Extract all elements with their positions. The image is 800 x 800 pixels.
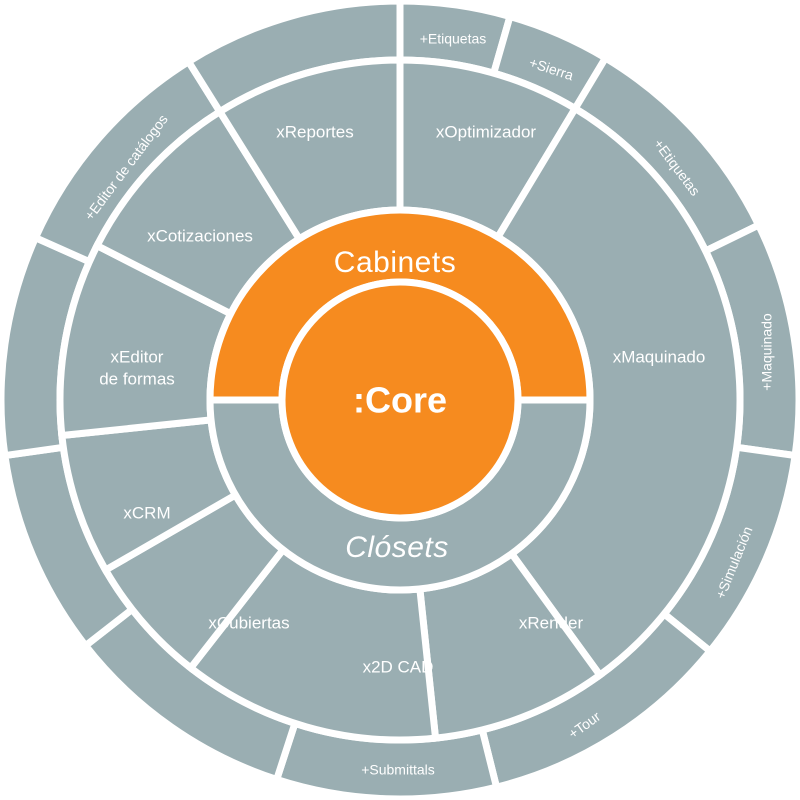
ring-label-closets: Clósets: [345, 531, 449, 564]
module-label-reportes: xReportes: [276, 122, 353, 141]
addon-label-etiquetas-top: +Etiquetas: [420, 31, 487, 47]
addon-label-maquinado: +Maquinado: [759, 313, 775, 391]
ring-label-cabinets: Cabinets: [334, 246, 456, 279]
module-label-editor-formas-line1: xEditor: [111, 347, 164, 366]
module-label-cubiertas: xCubiertas: [208, 613, 289, 632]
module-label-render: xRender: [519, 613, 584, 632]
core-circle[interactable]: [278, 278, 522, 522]
core-label: :Core: [353, 380, 447, 421]
module-label-editor-formas-line2: de formas: [99, 369, 175, 388]
module-label-maquinado: xMaquinado: [613, 347, 706, 366]
module-label-crm: xCRM: [123, 503, 170, 522]
module-label-2d-cad: x2D CAD: [363, 657, 434, 676]
addon-label-submittals: +Submittals: [361, 762, 435, 778]
module-label-optimizador: xOptimizador: [436, 122, 536, 141]
module-label-cotizaciones: xCotizaciones: [147, 226, 253, 245]
